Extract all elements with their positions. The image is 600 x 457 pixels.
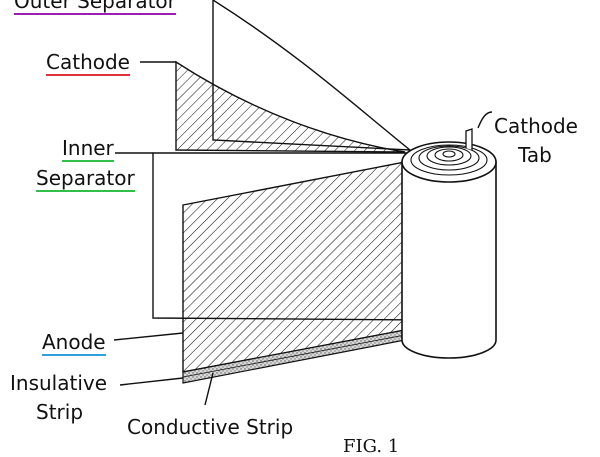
inner-separator-label-line1: Inner (62, 136, 114, 162)
insulative-strip-label-line2: Strip (36, 400, 84, 424)
battery-diagram: Outer Separator Cathode Inner Separator … (10, 0, 578, 456)
insulative-strip-label-line1: Insulative (10, 371, 108, 395)
anode-label: Anode (42, 330, 106, 356)
figure-caption: FIG. 1 (343, 436, 400, 457)
inner-separator-label-line2: Separator (36, 166, 135, 192)
jelly-roll-cylinder (401, 141, 497, 359)
cathode-tab-label-line1: Cathode (494, 114, 578, 138)
cathode-label: Cathode (46, 50, 130, 76)
cathode-sheet (175, 60, 406, 153)
conductive-strip-label: Conductive Strip (127, 415, 294, 439)
cathode-tab (465, 128, 473, 150)
cathode-tab-label-line2: Tab (518, 143, 552, 167)
outer-separator-label: Outer Separator (14, 0, 176, 15)
jelly-roll-drawing (113, 0, 497, 406)
